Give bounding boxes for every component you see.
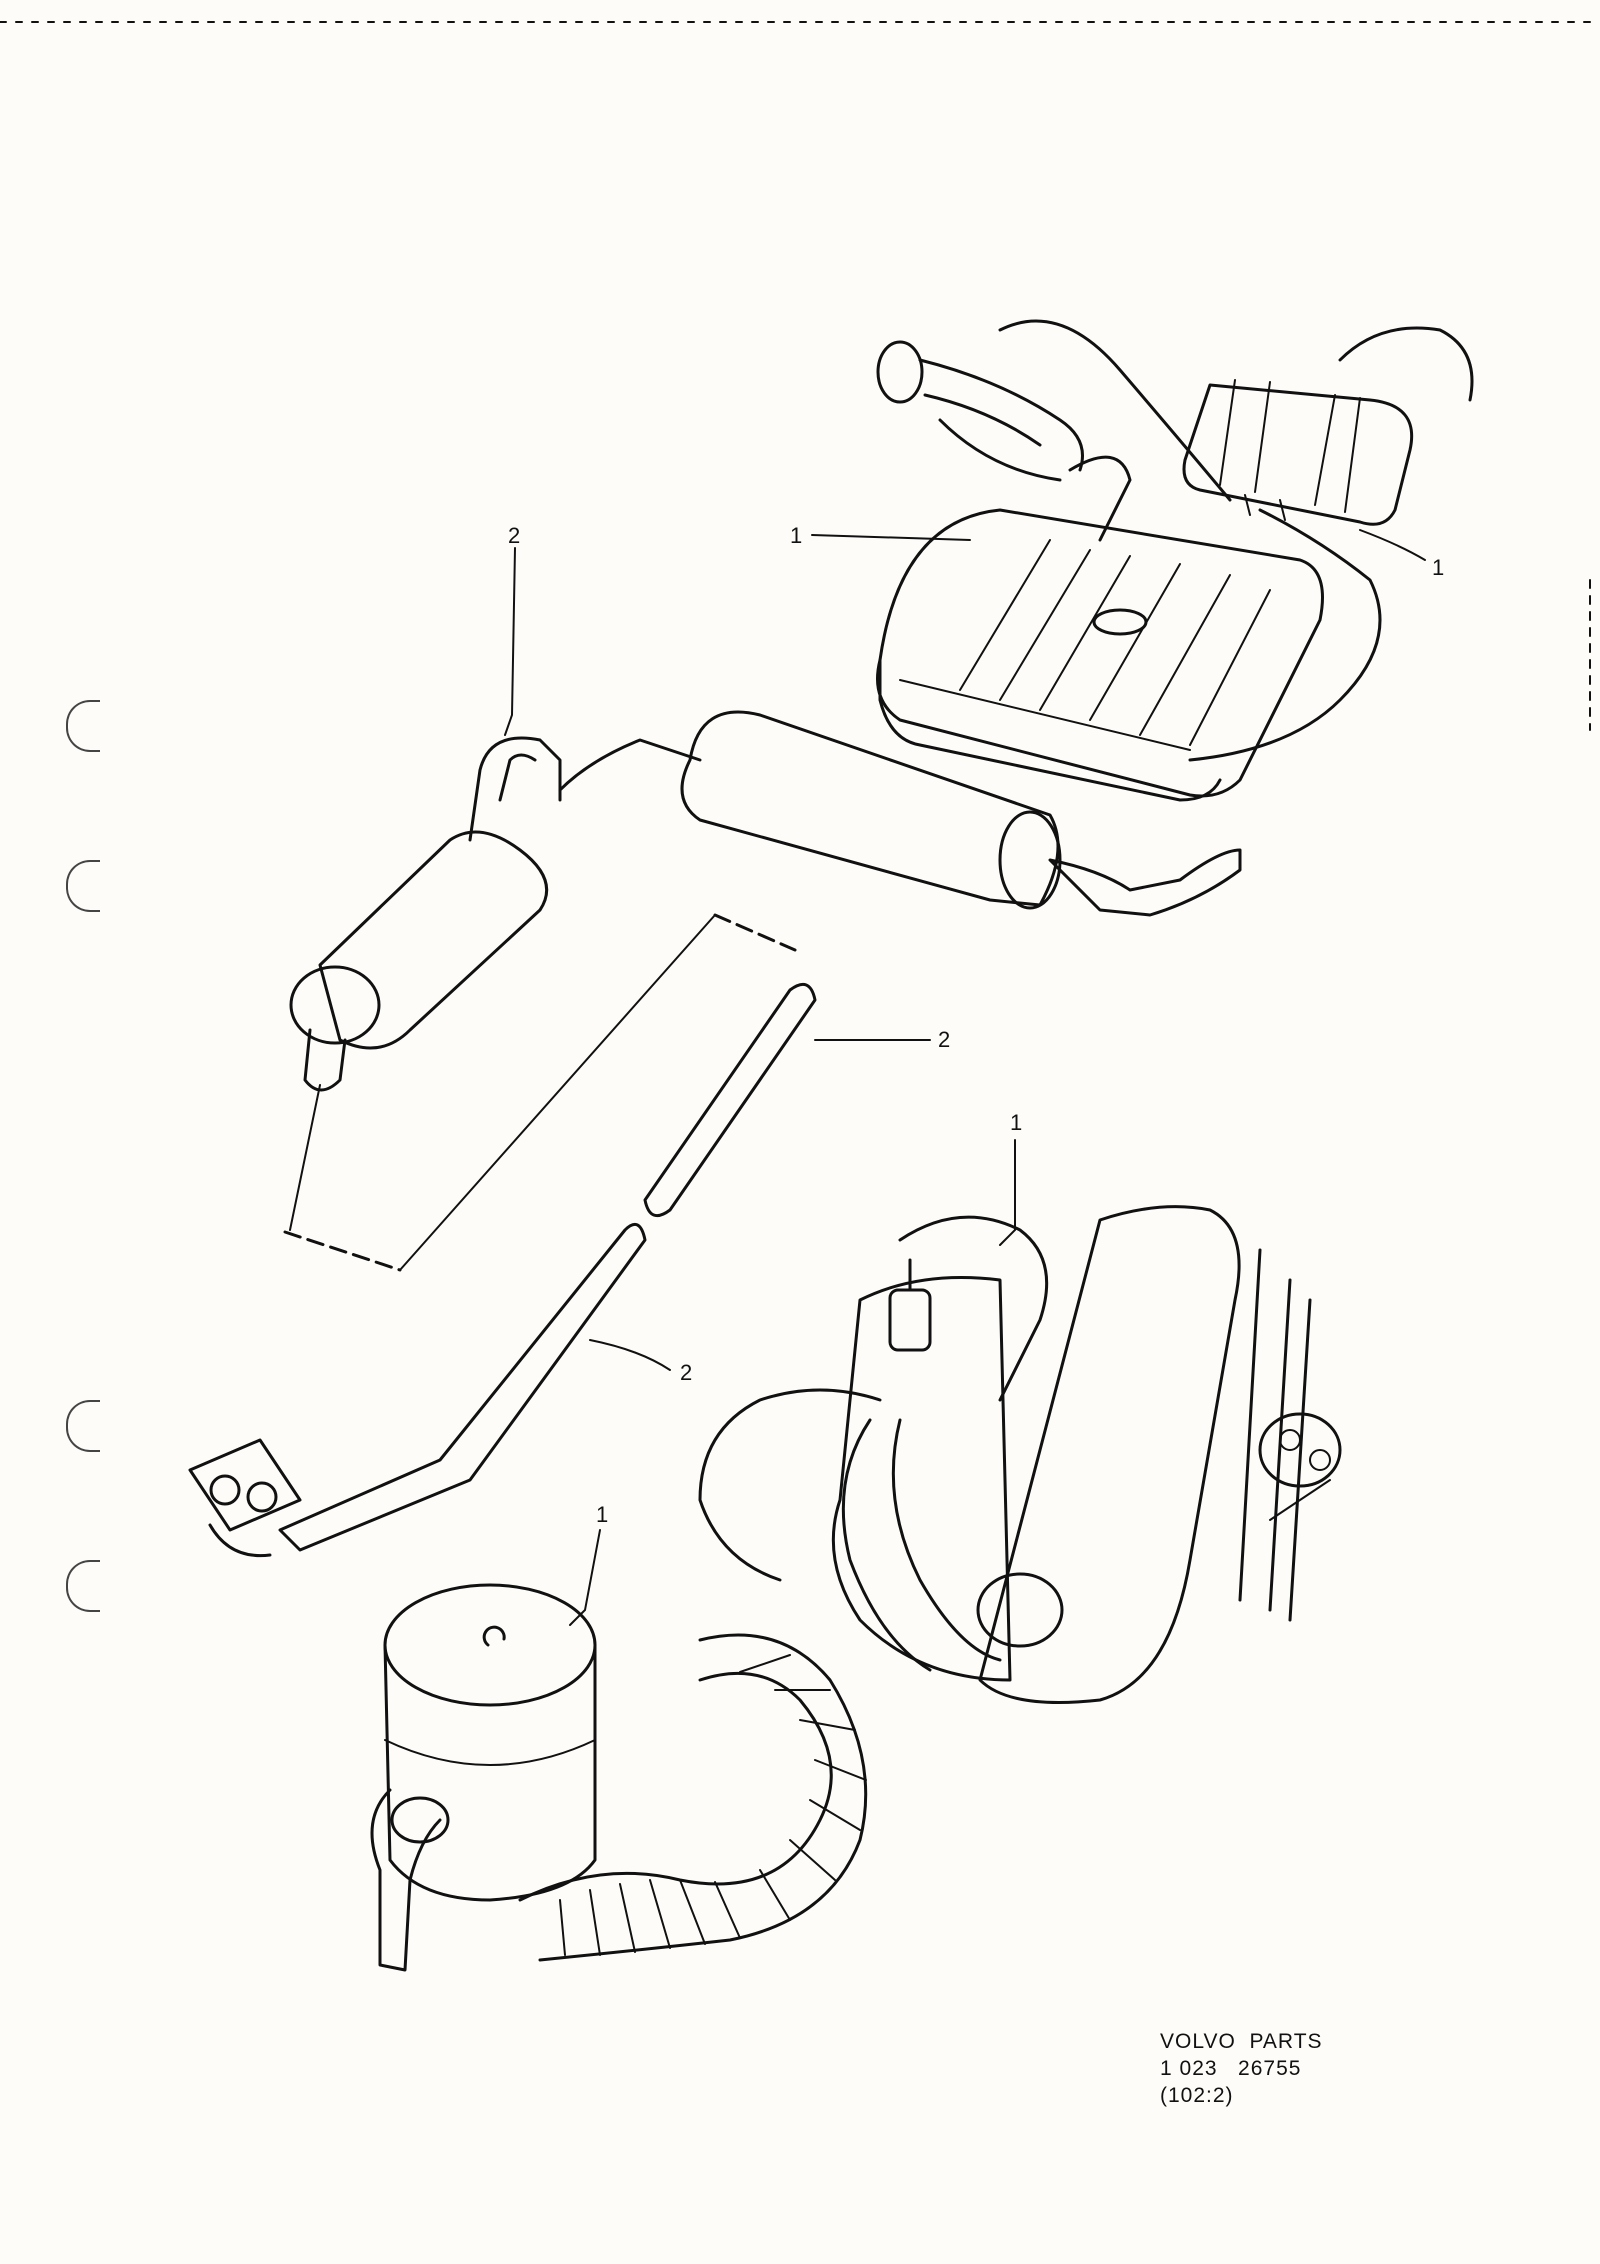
- brand-label: VOLVO PARTS: [1160, 2030, 1323, 2053]
- callout-1-canister: 1: [1432, 555, 1444, 580]
- air-filter: [370, 1583, 868, 1972]
- evap-canister: [1182, 379, 1414, 526]
- binder-hole: [66, 860, 100, 912]
- filler-neck: [876, 319, 1474, 762]
- fuel-tank: [876, 508, 1324, 802]
- binder-hole: [66, 1560, 100, 1612]
- engine-assembly: [698, 1205, 1342, 1704]
- callout-1-fuel-tank: 1: [790, 523, 802, 548]
- binder-hole: [66, 700, 100, 752]
- part-number: 1 023 26755: [1160, 2057, 1302, 2080]
- callout-2-hose: 2: [938, 1027, 950, 1052]
- callout-leaders: [504, 529, 1426, 1626]
- parts-reference-block: VOLVO PARTS 1 023 26755 (102:2): [1160, 2028, 1323, 2109]
- callout-2-pipe: 2: [680, 1360, 692, 1385]
- callout-1-air-filter: 1: [596, 1502, 608, 1527]
- binder-hole: [66, 1400, 100, 1452]
- callout-2-exhaust: 2: [508, 523, 520, 548]
- callout-1-engine: 1: [1010, 1110, 1022, 1135]
- exhaust-system: [188, 710, 1242, 1558]
- section-reference: (102:2): [1160, 2084, 1234, 2107]
